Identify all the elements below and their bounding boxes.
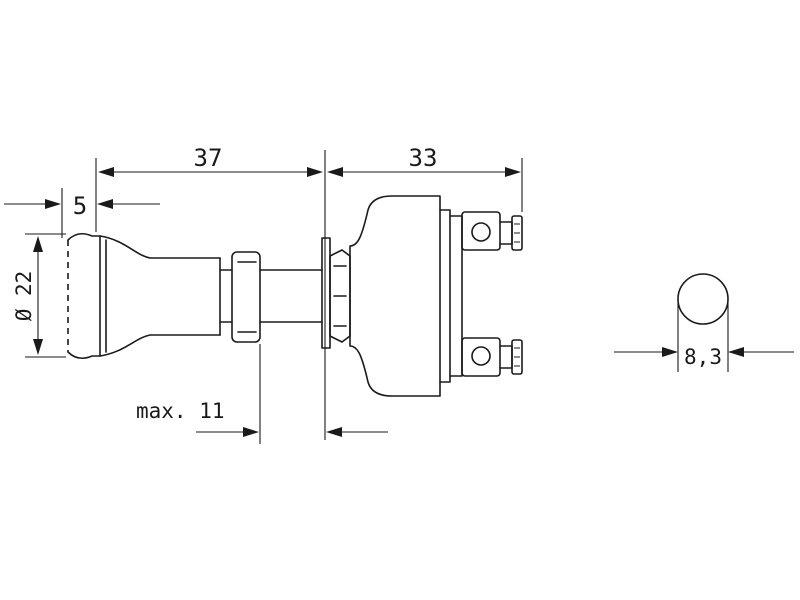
knob-flare-bottom bbox=[99, 334, 221, 357]
dimension-5: 5 bbox=[4, 192, 160, 220]
dim-33-arrow-left bbox=[327, 167, 343, 177]
mounting-hole-circle bbox=[677, 273, 729, 325]
dim-83-label: 8,3 bbox=[684, 345, 722, 369]
extension-lines bbox=[25, 150, 523, 444]
dimension-diameter-22: Ø 22 bbox=[12, 236, 43, 355]
terminal-upper-screw-hole bbox=[471, 222, 491, 242]
dim-33-arrow-right bbox=[505, 167, 521, 177]
switch-housing bbox=[349, 195, 463, 397]
terminal-lower-thread bbox=[514, 347, 520, 367]
housing-rear-plate bbox=[439, 209, 451, 383]
dim-22-arrow-top bbox=[33, 236, 43, 252]
panel-flange bbox=[321, 237, 331, 349]
terminal-lower-tab bbox=[499, 345, 513, 369]
hex-nut-facets bbox=[333, 265, 347, 327]
dim-37-arrow-left bbox=[98, 167, 114, 177]
panel-nut bbox=[321, 237, 351, 349]
terminal-upper-thread bbox=[514, 223, 520, 243]
dim-37-label: 37 bbox=[194, 144, 223, 172]
shaft bbox=[219, 251, 323, 343]
shaft-collar-rings bbox=[237, 261, 257, 333]
terminal-lower bbox=[461, 337, 523, 377]
dimension-37: 37 bbox=[98, 144, 323, 177]
pull-knob bbox=[67, 232, 221, 360]
knob-top-edge bbox=[67, 232, 101, 241]
mounting-hole-detail: 8,3 bbox=[614, 273, 794, 372]
dim-11-arrow-right bbox=[326, 427, 342, 437]
dim-5-label: 5 bbox=[73, 192, 87, 220]
terminal-upper bbox=[461, 211, 523, 251]
terminal-upper-block bbox=[461, 211, 501, 251]
shaft-collar bbox=[231, 251, 261, 343]
terminal-upper-screw bbox=[511, 215, 523, 251]
dimension-33: 33 bbox=[327, 144, 521, 177]
terminal-lower-block bbox=[461, 337, 501, 377]
dim-37-arrow-right bbox=[307, 167, 323, 177]
housing-body bbox=[349, 195, 441, 397]
knob-flare-top bbox=[99, 235, 221, 259]
dim-83-arrow-right bbox=[728, 347, 744, 357]
dim-83-arrow-left bbox=[662, 347, 678, 357]
terminal-lower-screw-hole bbox=[471, 346, 491, 366]
terminal-lower-screw bbox=[511, 339, 523, 375]
dim-22-label: Ø 22 bbox=[12, 271, 36, 322]
housing-rear-cap bbox=[449, 215, 463, 377]
dim-11-label: max. 11 bbox=[136, 399, 225, 423]
dim-22-arrow-bottom bbox=[33, 339, 43, 355]
ext-line-diameter bbox=[25, 233, 66, 358]
dim-5-arrow-left bbox=[45, 199, 61, 209]
mounting-hole-ext-lines bbox=[677, 302, 729, 372]
dim-5-arrow-right bbox=[97, 199, 113, 209]
shaft-neck bbox=[219, 269, 233, 323]
shaft-body bbox=[259, 269, 323, 323]
terminal-upper-tab bbox=[499, 221, 513, 245]
dimension-max-11: max. 11 bbox=[136, 399, 388, 437]
dim-33-label: 33 bbox=[409, 144, 438, 172]
knob-bottom-edge bbox=[67, 351, 101, 360]
dim-11-arrow-left bbox=[243, 427, 259, 437]
